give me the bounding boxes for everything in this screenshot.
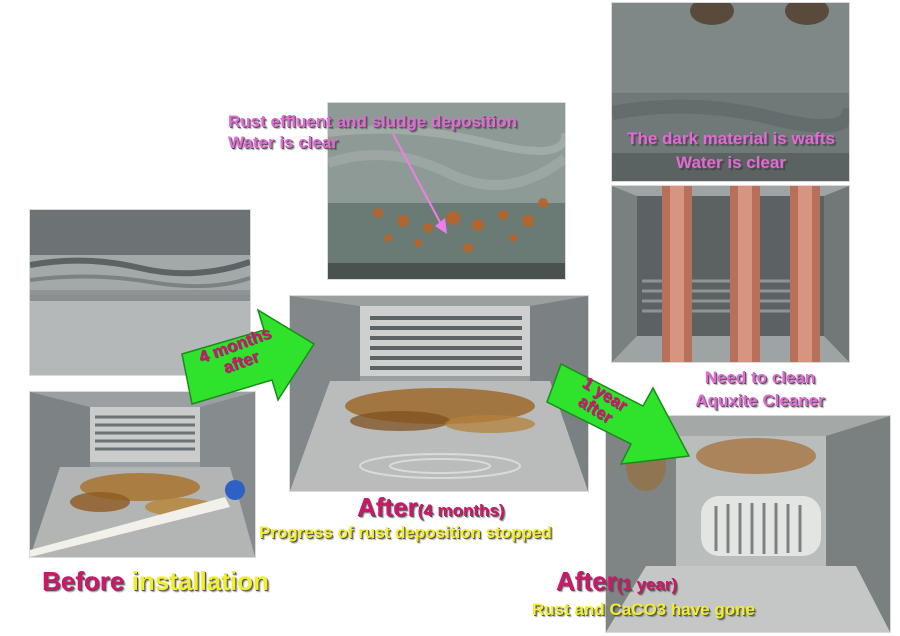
arrow-1-year-icon xyxy=(546,362,691,465)
copper-tubes-photo xyxy=(612,186,849,362)
before-word: Before xyxy=(42,566,125,596)
dark-material-caption-line1: The dark material is wafts xyxy=(627,129,835,148)
dark-material-photo xyxy=(612,3,849,181)
pointer-arrow-icon xyxy=(392,133,447,234)
arrow-4-months-icon xyxy=(181,308,316,405)
after-1-year-photo xyxy=(606,416,890,632)
after-4-months-photo xyxy=(290,296,588,491)
installation-word: installation xyxy=(131,566,269,596)
after-4-months-title: After(4 months) xyxy=(357,492,505,523)
sludge-caption-line2: Water is clear xyxy=(228,133,338,152)
sludge-caption-line1: Rust effluent and sludge deposition xyxy=(228,112,517,131)
clean-caption-line1: Need to clean xyxy=(704,368,816,387)
clean-caption-line2: Aquxite Cleaner xyxy=(695,391,825,410)
dark-material-caption: The dark material is wafts Water is clea… xyxy=(600,127,862,175)
after-1-year-word: After xyxy=(556,566,617,596)
after-1-year-subtitle: Rust and CaCO3 have gone xyxy=(532,600,755,619)
sludge-caption: Rust effluent and sludge deposition Wate… xyxy=(228,111,517,153)
rust-sludge-photo xyxy=(328,103,565,279)
after-1-year-suffix: (1 year) xyxy=(616,575,678,594)
before-installation-label: Before installation xyxy=(42,566,269,597)
after-4-months-word: After xyxy=(357,492,418,522)
dark-material-caption-line2: Water is clear xyxy=(676,153,786,172)
after-4-months-suffix: (4 months) xyxy=(417,501,505,520)
clean-caption: Need to clean Aquxite Cleaner xyxy=(650,366,870,412)
after-4-months-subtitle: Progress of rust deposition stopped xyxy=(259,523,552,542)
before-bottom-photo xyxy=(30,392,255,557)
after-1-year-title: After(1 year) xyxy=(556,566,677,597)
